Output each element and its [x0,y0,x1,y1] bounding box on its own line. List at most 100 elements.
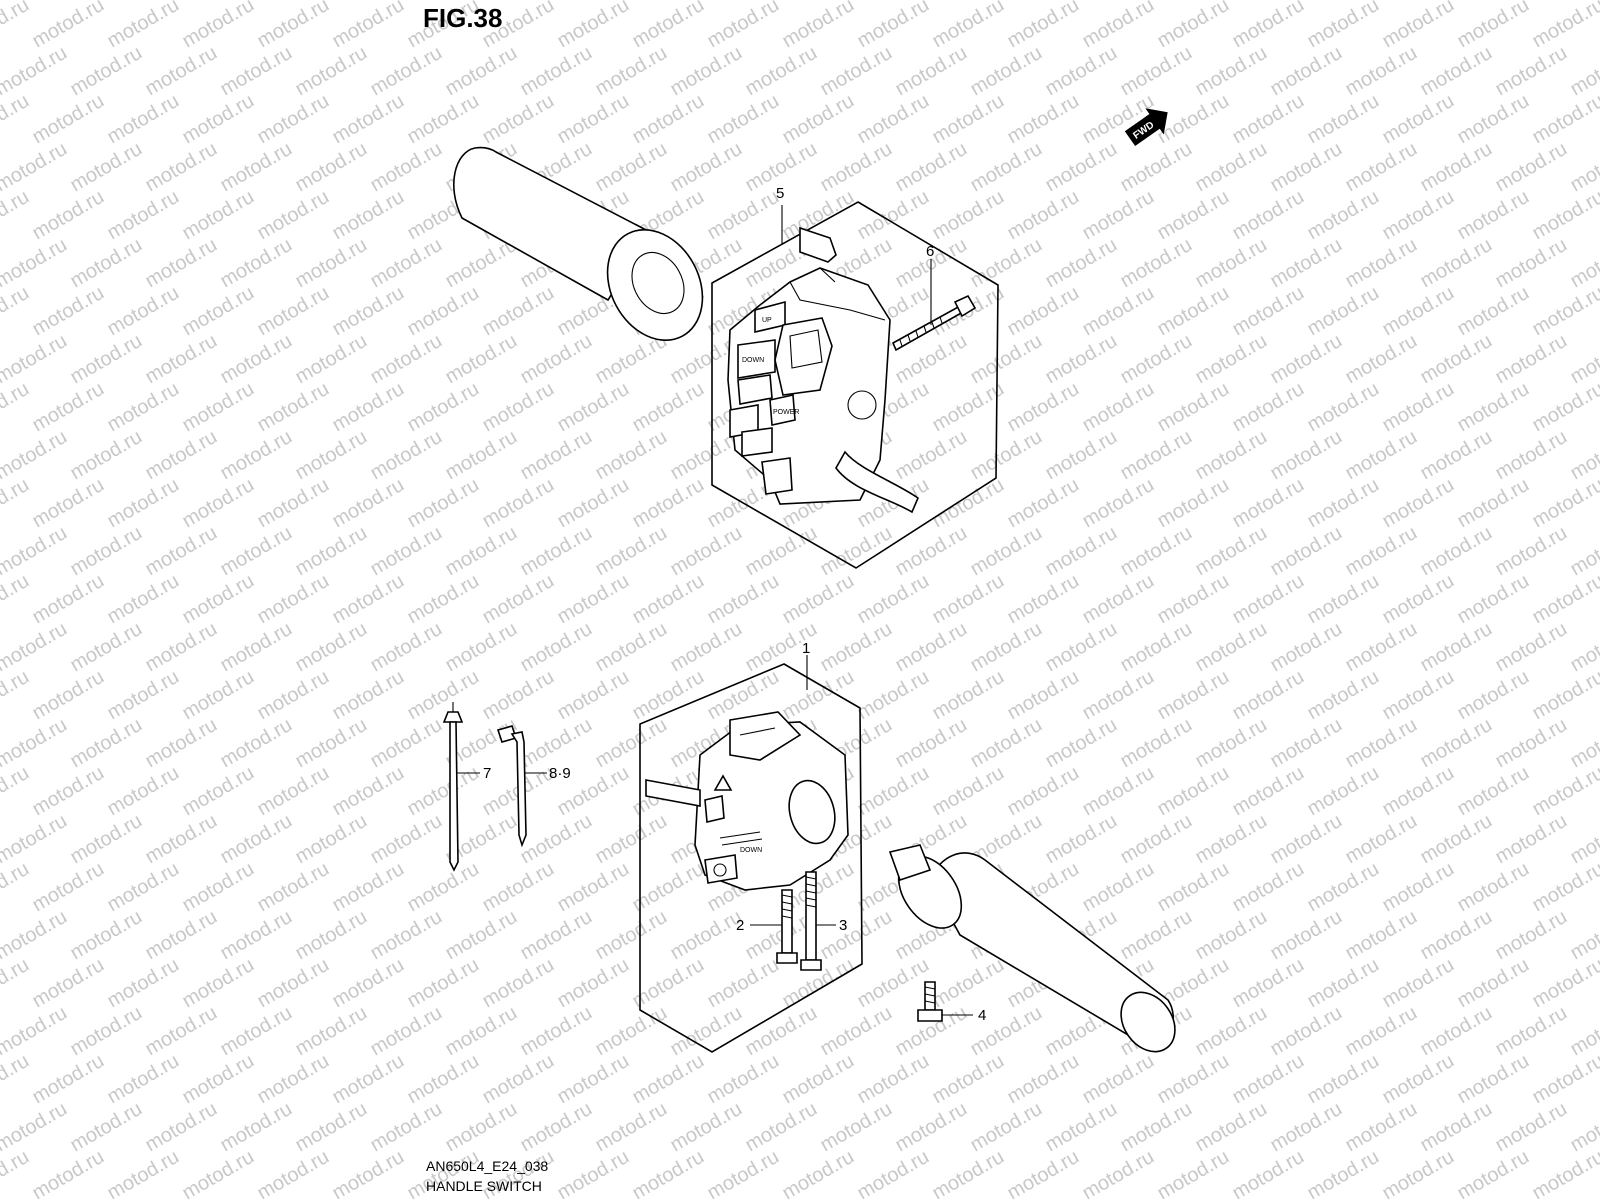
watermark-text: motod.ru [104,762,183,821]
watermark-text: motod.ru [1529,186,1600,245]
watermark-text: motod.ru [1454,378,1533,437]
watermark-text: motod.ru [292,1098,371,1157]
watermark-text: motod.ru [1004,90,1083,149]
watermark-text: motod.ru [517,1098,596,1157]
watermark-text: motod.ru [254,474,333,533]
watermark-text: motod.ru [1492,618,1571,677]
watermark-text: motod.ru [1492,810,1571,869]
watermark-text: motod.ru [0,570,33,629]
watermark-text: motod.ru [1154,570,1233,629]
watermark-text: motod.ru [367,234,446,293]
watermark-text: motod.ru [1229,282,1308,341]
watermark-text: motod.ru [1529,90,1600,149]
watermark-text: motod.ru [254,954,333,1013]
watermark-text: motod.ru [1342,138,1421,197]
watermark-text: motod.ru [554,474,633,533]
watermark-text: motod.ru [967,522,1046,581]
watermark-text: motod.ru [0,666,33,725]
watermark-text: motod.ru [254,666,333,725]
watermark-text: motod.ru [1454,954,1533,1013]
watermark-text: motod.ru [592,714,671,773]
watermark-text: motod.ru [854,1146,933,1200]
watermark-text: motod.ru [217,522,296,581]
watermark-text: motod.ru [1154,1050,1233,1109]
watermark-text: motod.ru [367,1098,446,1157]
watermark-text: motod.ru [554,0,633,52]
watermark-text: motod.ru [892,426,971,485]
watermark-text: motod.ru [292,42,371,101]
watermark-text: motod.ru [1379,90,1458,149]
watermark-text: motod.ru [1192,330,1271,389]
watermark-text: motod.ru [1192,618,1271,677]
watermark-text: motod.ru [404,90,483,149]
callout-2: 2 [736,917,744,934]
watermark-text: motod.ru [1042,330,1121,389]
watermark-text: motod.ru [1529,474,1600,533]
watermark-text: motod.ru [404,282,483,341]
watermark-text: motod.ru [217,330,296,389]
watermark-text: motod.ru [667,138,746,197]
watermark-text: motod.ru [592,42,671,101]
watermark-text: motod.ru [254,282,333,341]
watermark-text: motod.ru [367,906,446,965]
watermark-text: motod.ru [254,378,333,437]
watermark-text: motod.ru [67,618,146,677]
watermark-text: motod.ru [967,618,1046,677]
watermark-text: motod.ru [742,522,821,581]
watermark-text: motod.ru [1042,618,1121,677]
watermark-text: motod.ru [67,426,146,485]
watermark-text: motod.ru [329,0,408,52]
watermark-text: motod.ru [217,618,296,677]
screw-4 [917,981,943,1022]
watermark-text: motod.ru [1304,282,1383,341]
watermark-text: motod.ru [1304,186,1383,245]
watermark-text: motod.ru [1117,810,1196,869]
watermark-text: motod.ru [442,906,521,965]
watermark-text: motod.ru [329,186,408,245]
watermark-text: motod.ru [0,426,71,485]
watermark-text: motod.ru [179,666,258,725]
watermark-text: motod.ru [1417,426,1496,485]
watermark-text: motod.ru [1192,1098,1271,1157]
watermark-text: motod.ru [1417,810,1496,869]
watermark-text: motod.ru [142,138,221,197]
watermark-text: motod.ru [104,282,183,341]
watermark-text: motod.ru [892,138,971,197]
watermark-text: motod.ru [404,954,483,1013]
watermark-text: motod.ru [67,42,146,101]
watermark-text: motod.ru [217,906,296,965]
watermark-text: motod.ru [254,762,333,821]
watermark-text: motod.ru [29,954,108,1013]
watermark-text: motod.ru [29,1146,108,1200]
watermark-text: motod.ru [1117,714,1196,773]
watermark-text: motod.ru [1379,570,1458,629]
watermark-text: motod.ru [517,330,596,389]
watermark-text: motod.ru [367,810,446,869]
watermark-text: motod.ru [67,522,146,581]
watermark-text: motod.ru [1454,0,1533,52]
watermark-text: motod.ru [442,330,521,389]
watermark-text: motod.ru [292,522,371,581]
watermark-text: motod.ru [704,954,783,1013]
watermark-text: motod.ru [1304,954,1383,1013]
watermark-text: motod.ru [1492,522,1571,581]
watermark-text: motod.ru [1154,762,1233,821]
watermark-text: motod.ru [592,138,671,197]
watermark-text: motod.ru [779,1146,858,1200]
watermark-text: motod.ru [592,1002,671,1061]
watermark-text: motod.ru [1454,90,1533,149]
watermark-text: motod.ru [292,1002,371,1061]
watermark-text: motod.ru [442,618,521,677]
watermark-text: motod.ru [929,762,1008,821]
watermark-text: motod.ru [1079,1050,1158,1109]
callout-4: 4 [978,1007,986,1024]
watermark-text: motod.ru [217,714,296,773]
watermark-text: motod.ru [779,0,858,52]
watermark-text: motod.ru [817,906,896,965]
watermark-text: motod.ru [517,618,596,677]
watermark-text: motod.ru [67,330,146,389]
watermark-text: motod.ru [929,474,1008,533]
watermark-text: motod.ru [1117,906,1196,965]
watermark-text: motod.ru [1117,426,1196,485]
watermark-text: motod.ru [0,1050,33,1109]
